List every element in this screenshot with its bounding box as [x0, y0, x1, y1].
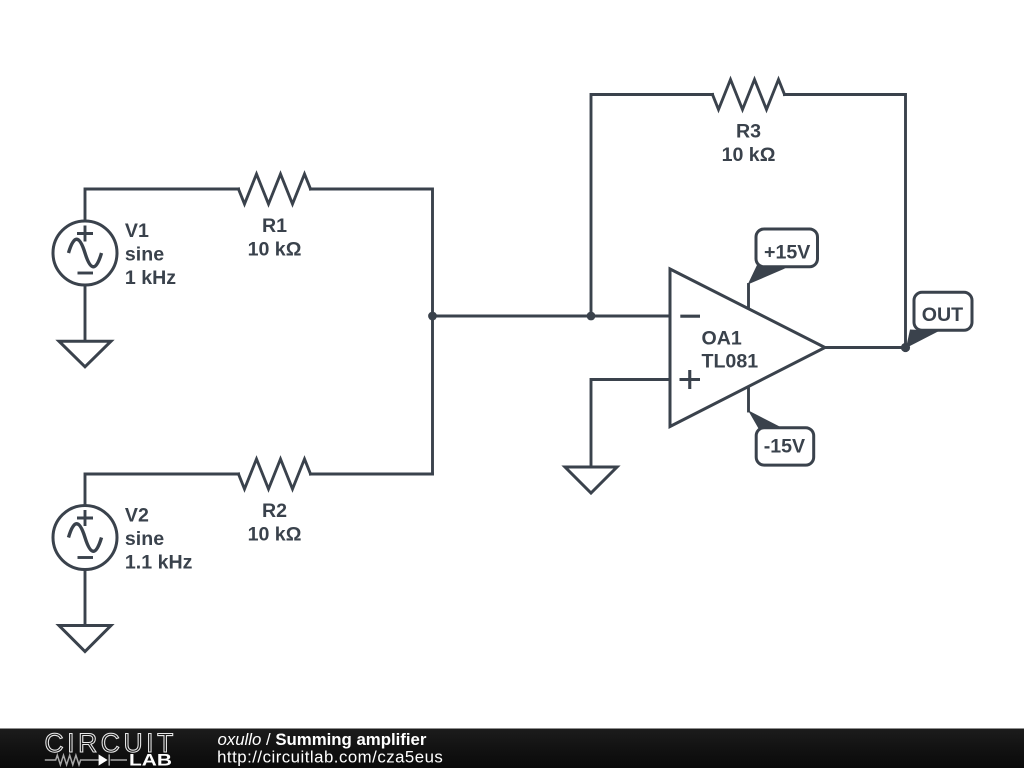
svg-text:R2: R2	[262, 500, 287, 522]
svg-text:V1: V1	[125, 220, 149, 242]
svg-text:http://circuitlab.com/cza5eus: http://circuitlab.com/cza5eus	[217, 747, 443, 766]
svg-text:R3: R3	[736, 121, 761, 143]
svg-text:V2: V2	[125, 505, 149, 527]
svg-text:1 kHz: 1 kHz	[125, 267, 176, 289]
svg-text:10 kΩ: 10 kΩ	[722, 144, 776, 166]
svg-text:CIRCUIT: CIRCUIT	[45, 728, 177, 758]
svg-text:OUT: OUT	[922, 304, 963, 326]
svg-text:R1: R1	[262, 215, 287, 237]
svg-text:1.1 kHz: 1.1 kHz	[125, 552, 193, 574]
svg-text:OA1: OA1	[702, 328, 742, 350]
svg-text:10 kΩ: 10 kΩ	[248, 524, 302, 546]
svg-text:sine: sine	[125, 244, 164, 266]
svg-text:10 kΩ: 10 kΩ	[248, 239, 302, 261]
svg-text:sine: sine	[125, 528, 164, 550]
svg-text:TL081: TL081	[702, 351, 759, 373]
svg-text:+15V: +15V	[764, 241, 810, 263]
svg-text:oxullo / Summing amplifier: oxullo / Summing amplifier	[218, 730, 427, 749]
svg-text:LAB: LAB	[129, 752, 172, 768]
svg-text:-15V: -15V	[764, 435, 805, 457]
